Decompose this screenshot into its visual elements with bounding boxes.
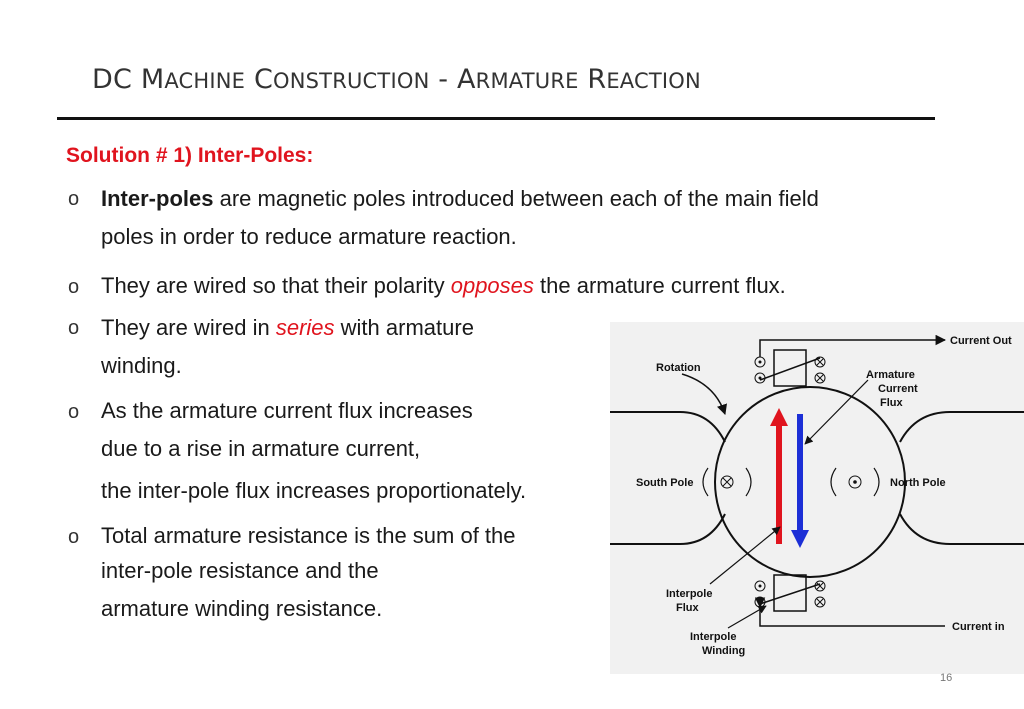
south-pole-bottom-edge (610, 513, 726, 545)
opposes-emphasis: opposes (450, 273, 534, 298)
armature-current-flux-label-2: Current (878, 383, 918, 395)
top-dot-icon (754, 372, 766, 384)
interpole-flux-label-1: Interpole (666, 588, 712, 600)
top-cross-icon (814, 356, 826, 368)
interpole-winding-label-1: Interpole (690, 631, 736, 643)
armature-current-flux-label-3: Flux (880, 397, 903, 409)
interpole-diagram: Current Out Rotation Armature Current Fl… (610, 322, 1024, 674)
bullet-marker: o (68, 526, 80, 548)
current-out-wire (759, 334, 947, 357)
bottom-cross-icon (814, 580, 826, 592)
title-underline (57, 117, 935, 120)
north-pole-top-edge (899, 411, 1024, 443)
solution-heading: Solution # 1) Inter-Poles: (66, 144, 314, 167)
bullet-2-line-1: They are wired so that their polarity op… (101, 273, 786, 298)
rotation-arrow (681, 373, 727, 415)
south-pole-top-edge (610, 411, 726, 443)
south-pole-label: South Pole (636, 477, 693, 489)
top-interpole-core (773, 349, 807, 387)
north-pole-bottom-edge (899, 513, 1024, 545)
series-emphasis: series (275, 315, 335, 340)
current-in-wire (754, 597, 945, 627)
inter-poles-term: Inter-poles (101, 186, 214, 211)
bullet-4-line-2: due to a rise in armature current, (101, 436, 421, 461)
interpole-flux-label-2: Flux (676, 602, 699, 614)
north-pole-label: North Pole (890, 477, 946, 489)
bullet-marker: o (68, 188, 80, 210)
page-number: 16 (940, 672, 953, 684)
bullet-5-line-1: Total armature resistance is the sum of … (101, 523, 516, 548)
slide-title: DC MACHINE CONSTRUCTION - ARMATURE REACT… (92, 64, 701, 95)
bullet-4-line-1: As the armature current flux increases (101, 398, 473, 423)
current-out-label: Current Out (950, 335, 1012, 347)
bullet-4-line-3: the inter-pole flux increases proportion… (101, 478, 527, 503)
current-in-label: Current in (952, 621, 1005, 633)
armature-circle (714, 386, 906, 578)
bullet-marker: o (68, 317, 80, 339)
bullet-5-line-2: inter-pole resistance and the (101, 558, 379, 583)
top-cross-icon (814, 372, 826, 384)
bullet-1-line-2: poles in order to reduce armature reacti… (101, 224, 517, 249)
bullet-marker: o (68, 276, 80, 298)
bullet-3-line-2: winding. (101, 353, 182, 378)
south-pole-cross-icon (720, 475, 734, 489)
interpole-winding-label-2: Winding (702, 645, 745, 657)
bottom-cross-icon (814, 596, 826, 608)
north-pole-dot-icon (848, 475, 862, 489)
rotation-label: Rotation (656, 362, 701, 374)
bottom-interpole-core (773, 574, 807, 612)
armature-current-flux-label-1: Armature (866, 369, 915, 381)
bullet-marker: o (68, 401, 80, 423)
bullet-5-line-3: armature winding resistance. (101, 596, 383, 621)
bottom-dot-icon (754, 580, 766, 592)
bullet-3-line-1: They are wired in series with armature (101, 315, 474, 340)
bullet-1-line-1: Inter-poles are magnetic poles introduce… (101, 186, 819, 211)
